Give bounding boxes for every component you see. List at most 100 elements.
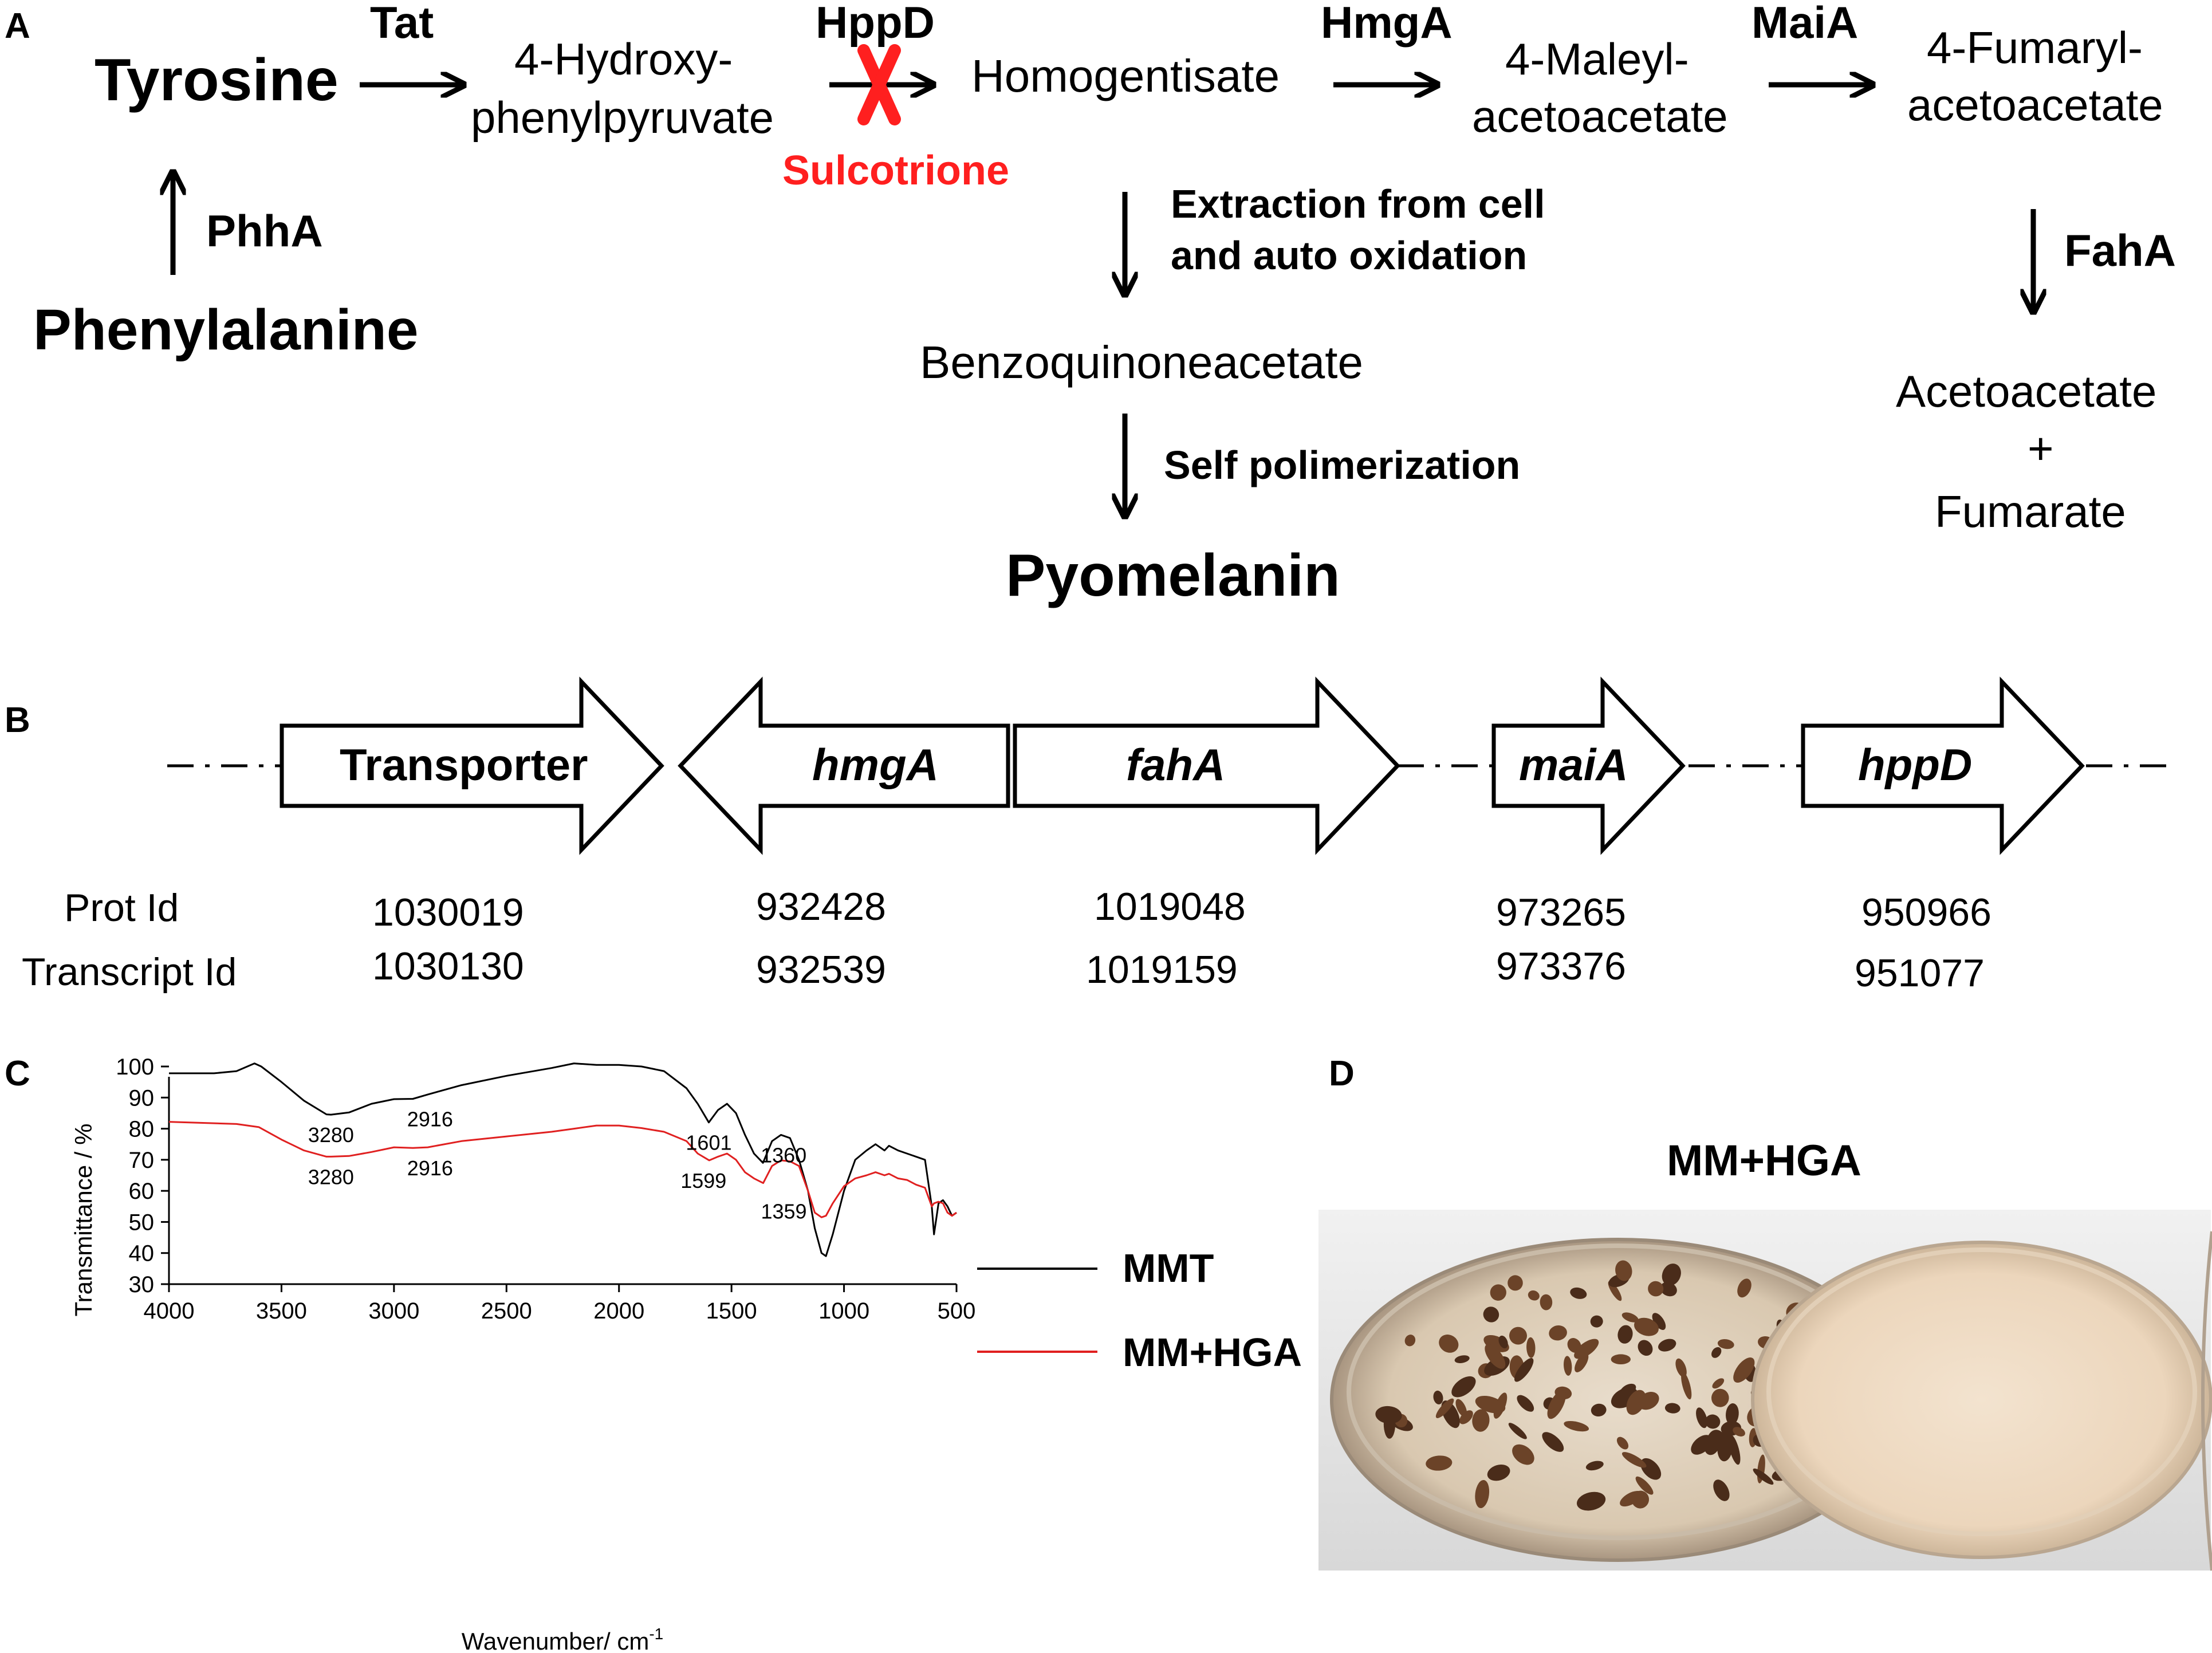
panel-a-label: A: [5, 6, 30, 46]
colony-spot: [1707, 1430, 1725, 1450]
colony-spot: [1375, 1406, 1402, 1424]
prot-id-hmga: 932428: [756, 885, 886, 928]
colony-spot: [1621, 1452, 1647, 1468]
gene-label-hppd: hppD: [1858, 739, 1972, 790]
panel-d-label: D: [1329, 1054, 1355, 1093]
colony-spot: [1451, 1376, 1476, 1398]
colony-spot: [1490, 1284, 1506, 1301]
series-line-mmt: [169, 1062, 957, 1257]
colony-spot: [1508, 1423, 1527, 1439]
step-extraction-line1: Extraction from cell: [1171, 182, 1545, 226]
y-tick-label: 30: [129, 1272, 155, 1297]
gene-arrow-hmga: [678, 676, 1010, 855]
prot-id-faha: 1019048: [1094, 885, 1246, 928]
compound-benzoquinoneacetate: Benzoquinoneacetate: [920, 337, 1363, 388]
colony-spot: [1570, 1287, 1587, 1299]
compound-maleyl-line1: 4-Maleyl-: [1505, 34, 1689, 84]
enzyme-faha: FahA: [2064, 225, 2176, 276]
transcript-id-maia: 973376: [1496, 944, 1626, 988]
y-axis-label: Transmittance / %: [70, 1124, 97, 1317]
colony-spot: [1485, 1344, 1506, 1369]
colony-spot: [1475, 1395, 1506, 1414]
panel-b: B Transporter hmgA fahA maiA hppD Prot I…: [5, 676, 2171, 995]
transcript-id-transporter: 1030130: [372, 944, 524, 988]
compound-maleyl-line2: acetoacetate: [1472, 91, 1728, 141]
colony-spot: [1660, 1282, 1677, 1297]
row-label-prot-id: Prot Id: [64, 886, 179, 930]
gene-label-transporter: Transporter: [340, 739, 588, 790]
colony-spot: [1638, 1340, 1653, 1356]
colony-spot: [1611, 1354, 1631, 1364]
colony-spot: [1547, 1390, 1566, 1419]
row-label-transcript-id: Transcript Id: [22, 950, 237, 994]
enzyme-maia: MaiA: [1752, 0, 1858, 48]
colony-spot: [1640, 1458, 1662, 1480]
petri-dish-control: [1751, 1241, 2212, 1559]
colony-spot: [1549, 1325, 1567, 1341]
compound-homogentisate: Homogentisate: [971, 50, 1280, 101]
peak-label: 1599: [680, 1169, 726, 1192]
series-line-mm-hga: [168, 1121, 957, 1218]
colony-spot: [1696, 1407, 1707, 1428]
colony-spot: [1509, 1327, 1527, 1345]
panel-d: D MM+HGA: [1318, 1054, 2212, 1571]
colony-spot: [1540, 1294, 1553, 1310]
colony-spot: [1455, 1399, 1467, 1417]
colony-spot: [1712, 1378, 1725, 1389]
colony-spot: [1564, 1356, 1572, 1376]
colony-spot: [1711, 1388, 1729, 1407]
x-tick-label: 2500: [481, 1298, 532, 1324]
transcript-id-faha: 1019159: [1086, 948, 1238, 991]
peak-label: 1360: [761, 1143, 806, 1167]
prot-id-maia: 973265: [1496, 891, 1626, 934]
colony-spot: [1577, 1491, 1606, 1511]
colony-spot: [1483, 1306, 1499, 1323]
petri-dish-photo: [1318, 1210, 2212, 1571]
inhibition-cross-icon: [857, 44, 901, 125]
colony-spot: [1664, 1403, 1680, 1414]
legend-label-mmhga: MM+HGA: [1123, 1330, 1302, 1375]
enzyme-tat: Tat: [370, 0, 434, 48]
colony-spot: [1472, 1409, 1490, 1432]
colony-spot: [1711, 1347, 1722, 1358]
gene-label-faha: fahA: [1126, 739, 1225, 790]
gene-arrow-maia: [1491, 676, 1686, 855]
colony-spot: [1635, 1476, 1654, 1495]
enzyme-hppd: HppD: [816, 0, 935, 48]
step-extraction-line2: and auto oxidation: [1171, 233, 1527, 278]
colony-spot: [1705, 1414, 1721, 1429]
colony-spot: [1526, 1337, 1536, 1358]
gene-arrow-hppd: [1801, 676, 2085, 855]
gene-label-hmga: hmgA: [812, 739, 939, 790]
colony-spot: [1542, 1432, 1564, 1452]
colony-spot: [1498, 1335, 1508, 1349]
colony-spot: [1454, 1355, 1470, 1363]
y-tick-label: 80: [129, 1117, 155, 1142]
y-tick-label: 90: [129, 1085, 155, 1111]
colony-spot: [1616, 1436, 1629, 1450]
colony-spot: [1634, 1317, 1659, 1336]
y-tick-label: 100: [116, 1054, 154, 1080]
colony-spot: [1514, 1358, 1534, 1382]
colony-spot: [1404, 1335, 1416, 1347]
x-tick-label: 500: [938, 1298, 976, 1324]
colony-spot: [1717, 1339, 1734, 1349]
x-axis-label-sup: -1: [649, 1625, 663, 1643]
x-axis-label: Wavenumber/ cm-1: [462, 1625, 663, 1653]
compound-fumaryl-line2: acetoacetate: [1907, 80, 2163, 130]
y-tick-label: 40: [129, 1241, 155, 1266]
colony-spot: [1726, 1403, 1739, 1425]
colony-spot: [1574, 1339, 1599, 1359]
y-tick-label: 50: [129, 1210, 155, 1235]
colony-spot: [1737, 1278, 1752, 1298]
peak-label: 3280: [308, 1123, 354, 1147]
enzyme-phha: PhhA: [206, 206, 323, 256]
compound-hpp-line2: phenylpyruvate: [471, 92, 774, 143]
colony-spot: [1626, 1390, 1646, 1415]
compound-tyrosine: Tyrosine: [95, 47, 339, 113]
panel-c-label: C: [5, 1054, 30, 1093]
x-tick-label: 3500: [256, 1298, 307, 1324]
